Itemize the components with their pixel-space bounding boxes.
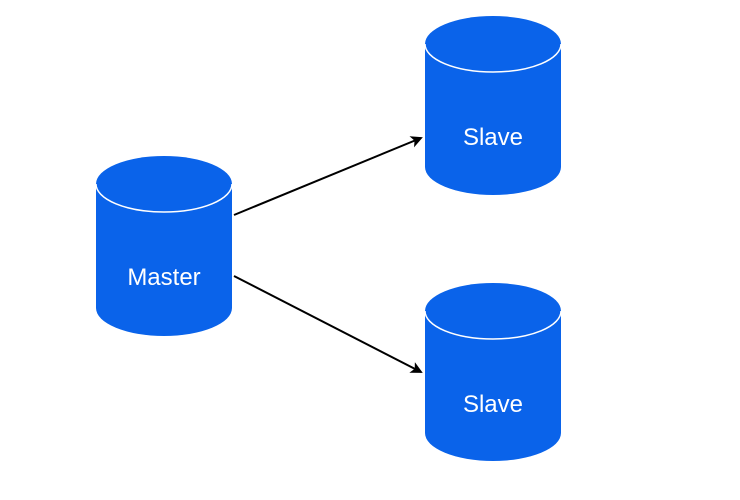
master-label: Master (127, 264, 200, 291)
slave-top-label: Slave (463, 124, 523, 151)
slave-top-node[interactable]: Slave (424, 16, 562, 195)
master-cylinder-top (96, 156, 232, 212)
slave-bottom-label: Slave (463, 391, 523, 418)
slave-top-cylinder-body (425, 44, 561, 195)
slave-top-cylinder-rim (424, 43, 562, 73)
slave-bottom-cylinder-rim (424, 310, 562, 340)
master-node[interactable]: Master (95, 156, 233, 336)
master-cylinder-body (96, 184, 232, 336)
slave-bottom-node[interactable]: Slave (424, 283, 562, 461)
slave-bottom-cylinder-body (425, 311, 561, 461)
slave-bottom-cylinder-top (425, 283, 561, 339)
master-cylinder-rim (95, 183, 233, 213)
slave-top-cylinder-top (425, 16, 561, 72)
edge-master-to-slave-bottom (233, 275, 423, 373)
edge-master-to-slave-top (233, 136, 423, 216)
